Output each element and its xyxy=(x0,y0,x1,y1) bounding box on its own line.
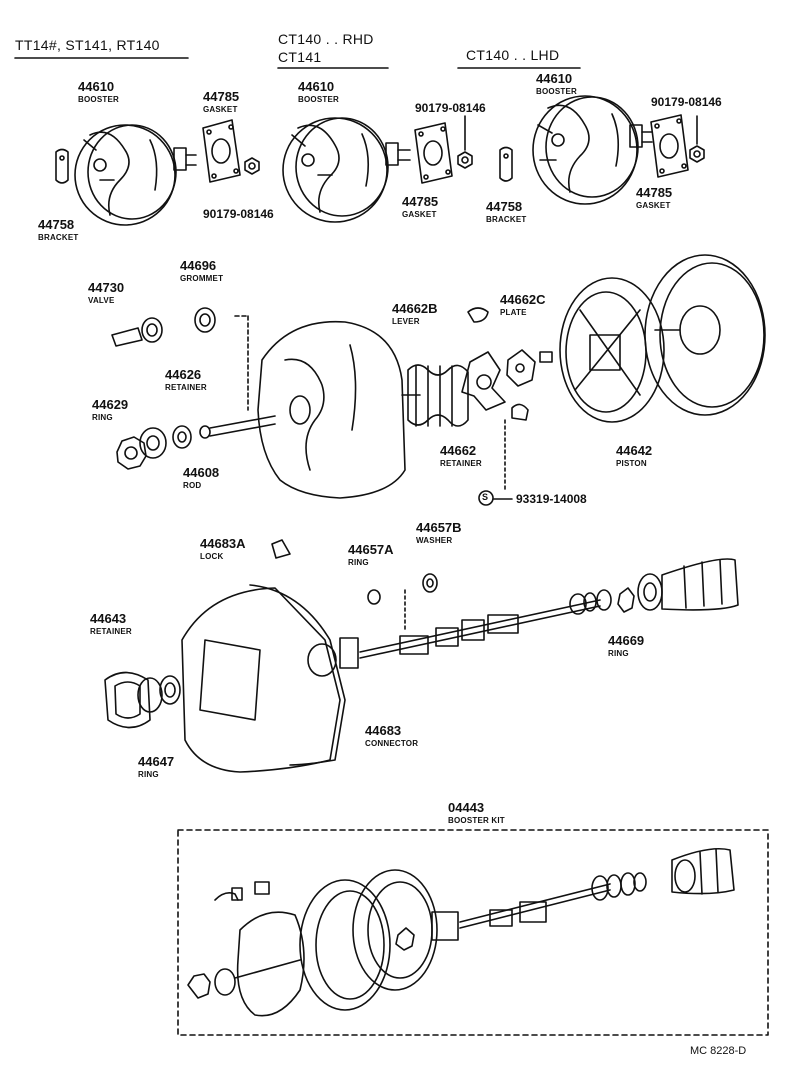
retainer-drawing-662 xyxy=(461,351,506,411)
grommet-number: 44696 xyxy=(180,258,217,273)
booster-kit-number: 04443 xyxy=(448,800,485,815)
diagram-code: MC 8228-D xyxy=(690,1045,747,1057)
connector-number: 44683 xyxy=(365,723,402,738)
lock-drawing xyxy=(271,539,291,559)
booster-c-number: 44610 xyxy=(536,71,573,86)
piston-drawing xyxy=(559,254,766,423)
kit-parts-drawing xyxy=(187,847,735,1017)
variant-header-2-line2: CT141 xyxy=(278,49,322,65)
retainer-626-number: 44626 xyxy=(165,367,202,382)
rod-name: ROD xyxy=(183,481,202,490)
booster-b-name: BOOSTER xyxy=(298,95,339,104)
variant-header-3: CT140 . . LHD xyxy=(466,47,560,63)
front-shell-drawing xyxy=(257,320,421,499)
plate-name: PLATE xyxy=(500,308,527,317)
rear-shell-drawing xyxy=(181,584,359,773)
ring-647-number: 44647 xyxy=(138,754,175,769)
variant-header-2-line1: CT140 . . RHD xyxy=(278,31,374,47)
connector-name: CONNECTOR xyxy=(365,739,419,748)
ring-drawing-669 xyxy=(617,587,635,613)
ring-669-number: 44669 xyxy=(608,633,645,648)
grommet-drawing xyxy=(194,307,216,333)
ring-629-number: 44629 xyxy=(92,397,129,412)
nut-drawing-a xyxy=(244,157,260,175)
nut-b-number: 90179-08146 xyxy=(415,101,486,115)
valve-drawing xyxy=(111,317,163,347)
gasket-drawing-c xyxy=(650,114,689,178)
grommet-name: GROMMET xyxy=(180,274,224,283)
lever-name: LEVER xyxy=(392,317,420,326)
retainer-643-number: 44643 xyxy=(90,611,127,626)
lock-name: LOCK xyxy=(200,552,224,561)
boot-drawing xyxy=(637,558,739,611)
retainer-drawing-626 xyxy=(139,425,192,459)
gasket-b-name: GASKET xyxy=(402,210,437,219)
ring-669-name: RING xyxy=(608,649,629,658)
ring-drawing-657a xyxy=(367,589,381,605)
booster-drawing-b xyxy=(282,117,411,223)
ring-drawing-629 xyxy=(116,436,147,470)
retainer-643-name: RETAINER xyxy=(90,627,132,636)
gasket-drawing-a xyxy=(202,119,241,183)
ring-629-name: RING xyxy=(92,413,113,422)
retainer-drawing-643 xyxy=(104,671,151,729)
washer-name: WASHER xyxy=(416,536,453,545)
booster-c-name: BOOSTER xyxy=(536,87,577,96)
plate-drawing xyxy=(506,349,553,387)
screw-number: 93319-14008 xyxy=(516,492,587,506)
retainer-626-name: RETAINER xyxy=(165,383,207,392)
booster-kit-name: BOOSTER KIT xyxy=(448,816,505,825)
washer-drawing xyxy=(422,573,438,593)
booster-kit-frame xyxy=(177,829,769,1036)
washer-number: 44657B xyxy=(416,520,462,535)
retainer-662-number: 44662 xyxy=(440,443,477,458)
bracket-drawing-a xyxy=(55,148,69,184)
spring-drawing xyxy=(407,364,469,427)
nut-c-number: 90179-08146 xyxy=(651,95,722,109)
ring-657a-name: RING xyxy=(348,558,369,567)
ring-drawing-647 xyxy=(137,675,181,713)
rod-number: 44608 xyxy=(183,465,220,480)
bracket-a-number: 44758 xyxy=(38,217,75,232)
nut-a-number: 90179-08146 xyxy=(203,207,274,221)
gasket-a-number: 44785 xyxy=(203,89,240,104)
lever-drawing xyxy=(467,307,529,421)
retainer-662-name: RETAINER xyxy=(440,459,482,468)
gasket-a-name: GASKET xyxy=(203,105,238,114)
piston-number: 44642 xyxy=(616,443,653,458)
rod-drawing xyxy=(199,415,276,439)
bracket-c-name: BRACKET xyxy=(486,215,527,224)
push-rod-assembly-drawing xyxy=(359,589,612,659)
booster-drawing-a xyxy=(74,124,197,226)
booster-drawing-c xyxy=(532,95,653,205)
gasket-drawing-b xyxy=(414,122,453,184)
variant-header-1: TT14#, ST141, RT140 xyxy=(15,37,160,53)
valve-number: 44730 xyxy=(88,280,125,295)
lever-number: 44662B xyxy=(392,301,438,316)
booster-b-number: 44610 xyxy=(298,79,335,94)
bracket-drawing-c xyxy=(499,146,513,182)
booster-a-name: BOOSTER xyxy=(78,95,119,104)
piston-name: PISTON xyxy=(616,459,647,468)
nut-drawing-c xyxy=(689,115,705,163)
screw-symbol-circle xyxy=(478,490,494,506)
ring-647-name: RING xyxy=(138,770,159,779)
bracket-a-name: BRACKET xyxy=(38,233,79,242)
booster-a-number: 44610 xyxy=(78,79,115,94)
screw-symbol: S xyxy=(482,492,489,502)
ring-657a-number: 44657A xyxy=(348,542,394,557)
gasket-c-number: 44785 xyxy=(636,185,673,200)
bracket-c-number: 44758 xyxy=(486,199,523,214)
valve-name: VALVE xyxy=(88,296,115,305)
gasket-c-name: GASKET xyxy=(636,201,671,210)
nut-drawing-b xyxy=(457,115,473,169)
plate-number: 44662C xyxy=(500,292,546,307)
lock-number: 44683A xyxy=(200,536,246,551)
gasket-b-number: 44785 xyxy=(402,194,439,209)
